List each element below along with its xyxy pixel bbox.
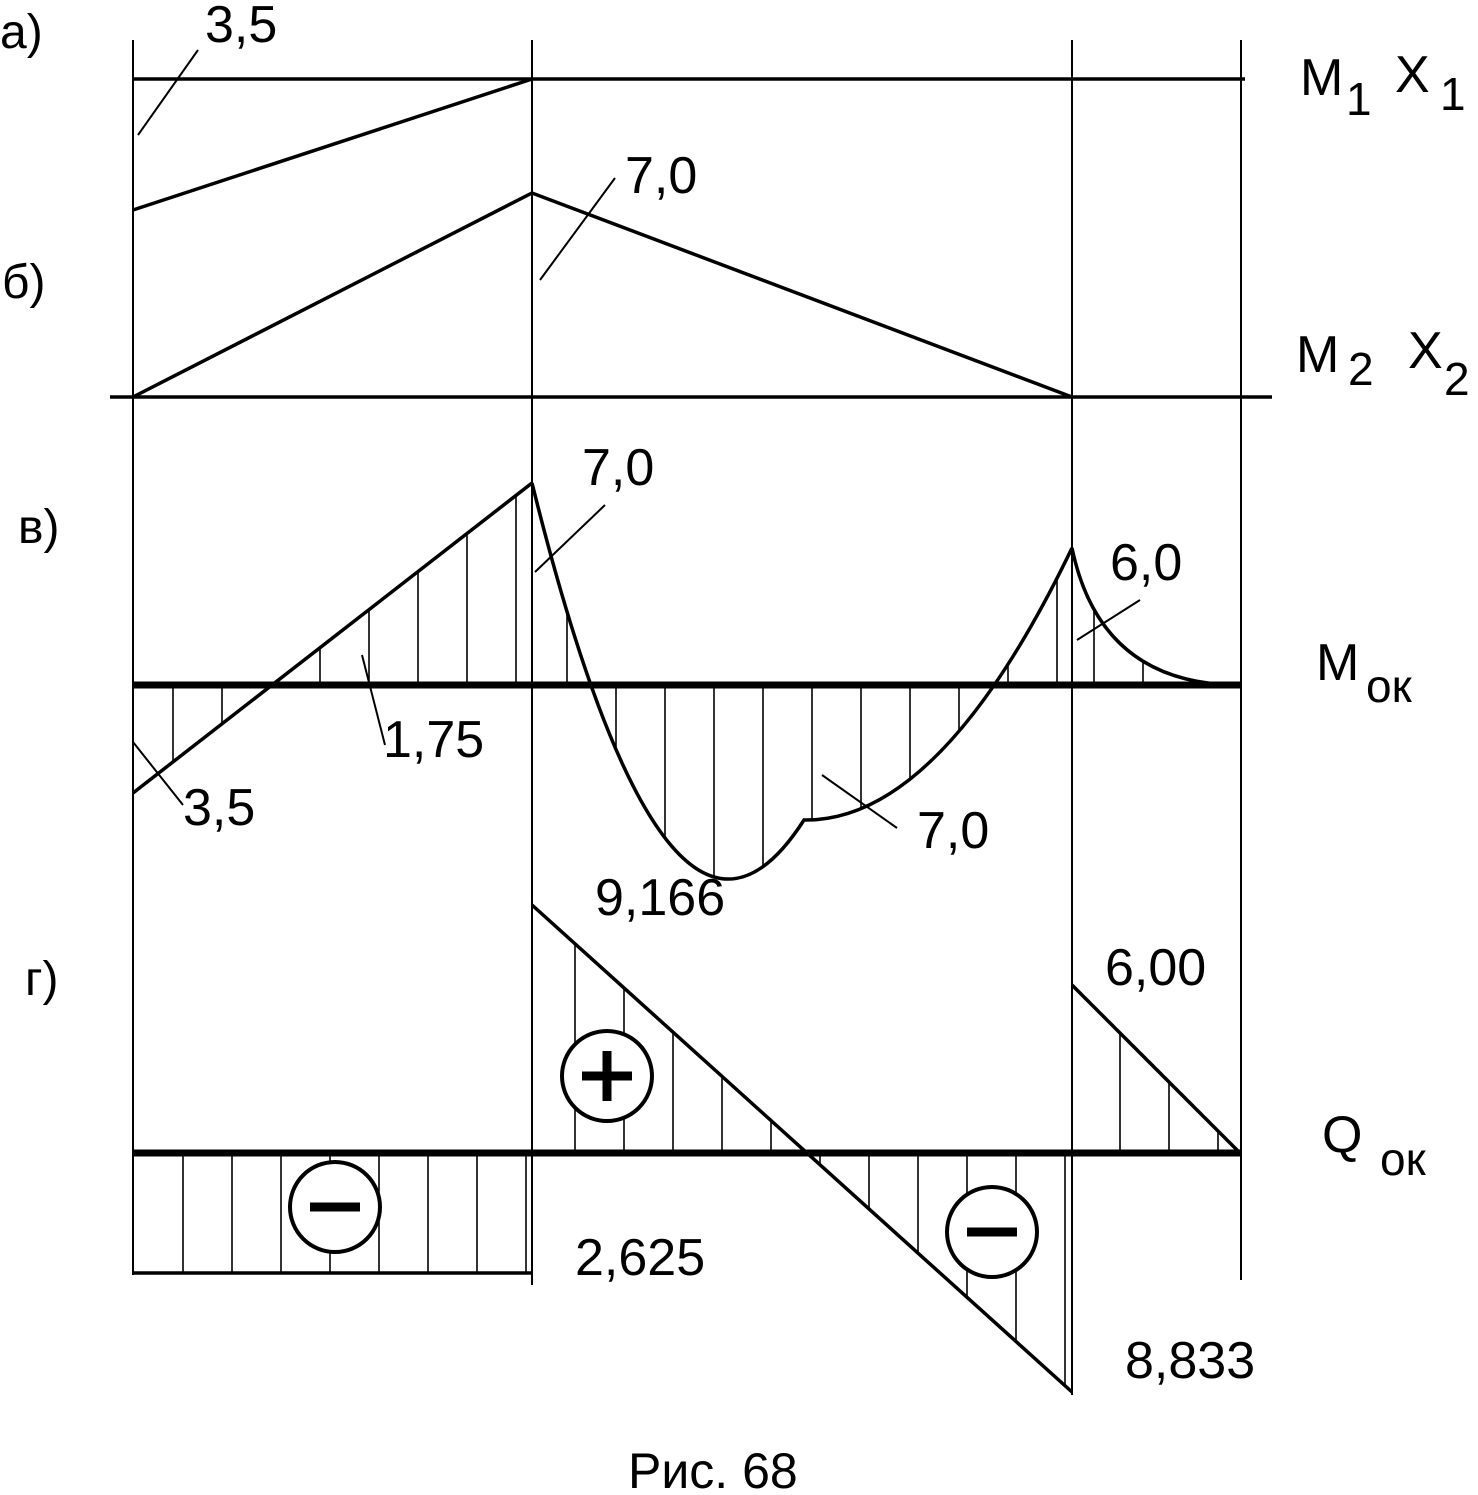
row-label-v: в) <box>18 501 59 554</box>
figure-caption: Рис. 68 <box>628 1443 798 1495</box>
row-label-g: г) <box>25 953 59 1006</box>
name-m1-sub1: 1 <box>1346 73 1372 125</box>
name-m2-sub2: 2 <box>1444 353 1470 405</box>
name-qok: Q ок <box>1322 1106 1427 1185</box>
row-label-a: а) <box>0 6 43 59</box>
name-m2-sub1: 2 <box>1348 343 1374 395</box>
value-g-span2-end: 8,833 <box>1125 1332 1255 1390</box>
value-v-mid1: 1,75 <box>383 711 484 769</box>
m2-triangle <box>132 191 1073 399</box>
name-m2-x: X <box>1408 322 1443 380</box>
mok-span1-line <box>131 481 534 795</box>
m1-line <box>132 77 533 212</box>
mok-leader-support2 <box>1076 599 1141 641</box>
name-qok-sub: ок <box>1380 1133 1427 1185</box>
name-mok-sub: ок <box>1366 660 1413 712</box>
diagram-m2 <box>110 177 1272 399</box>
value-b-peak: 7,0 <box>625 147 697 205</box>
name-m1: M 1 X 1 <box>1300 46 1466 125</box>
mok-hatching <box>172 495 1193 877</box>
value-a-left: 3,5 <box>205 0 277 54</box>
value-v-support1: 7,0 <box>582 439 654 497</box>
name-m1-x: X <box>1395 46 1430 104</box>
name-mok: M ок <box>1316 634 1413 712</box>
diagram-mok <box>131 481 1242 881</box>
row-label-b: б) <box>2 256 45 309</box>
name-qok-main: Q <box>1322 1106 1362 1164</box>
qok-span3-line <box>1070 983 1242 1155</box>
mok-span2-curve <box>530 482 1074 881</box>
diagram-m1 <box>132 49 1245 212</box>
mok-leader-support1 <box>534 504 606 573</box>
mok-leader-left <box>132 741 184 806</box>
qok-span2-line <box>530 903 1074 1394</box>
name-m1-sub2: 1 <box>1440 68 1466 120</box>
value-g-span2-start: 9,166 <box>595 869 725 927</box>
mok-leader-min <box>821 774 898 829</box>
support-lines <box>132 40 1242 1395</box>
value-v-support2: 6,0 <box>1110 534 1182 592</box>
value-g-span1: 2,625 <box>575 1229 705 1287</box>
value-v-min: 7,0 <box>917 802 989 860</box>
value-g-span3-start: 6,00 <box>1105 939 1206 997</box>
name-mok-main: M <box>1316 634 1359 692</box>
name-m2: M 2 X 2 <box>1296 322 1470 405</box>
m1-leader <box>137 49 199 136</box>
name-m1-main: M <box>1300 49 1343 107</box>
mok-leader-mid1 <box>361 654 386 746</box>
diagram-qok <box>133 903 1242 1394</box>
mok-span3-curve <box>1070 547 1237 687</box>
value-v-left: 3,5 <box>183 779 255 837</box>
name-m2-main: M <box>1296 326 1339 384</box>
m2-leader <box>539 177 616 281</box>
